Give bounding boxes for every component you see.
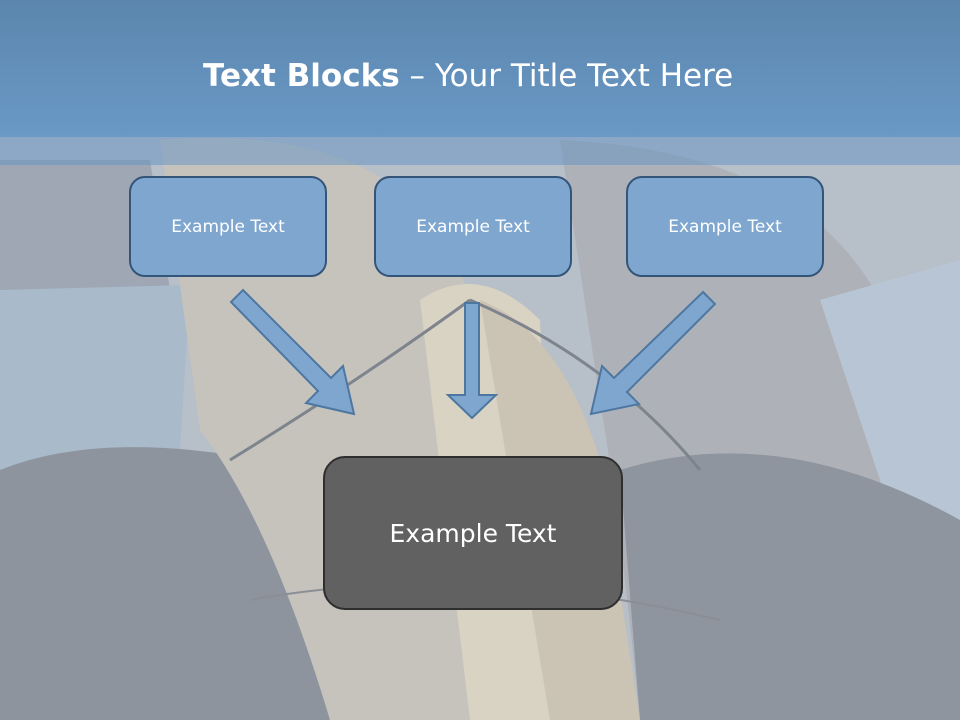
text-block-1-label: Example Text xyxy=(171,216,285,237)
result-block[interactable]: Example Text xyxy=(323,456,623,610)
result-block-label: Example Text xyxy=(389,518,557,548)
arrow-right xyxy=(589,290,717,416)
arrow-center xyxy=(445,302,499,420)
text-block-2-label: Example Text xyxy=(416,216,530,237)
text-block-3-label: Example Text xyxy=(668,216,782,237)
slide-title-bold: Text Blocks xyxy=(203,58,400,94)
text-block-1[interactable]: Example Text xyxy=(129,176,327,277)
title-bar xyxy=(0,0,960,137)
arrow-left xyxy=(229,288,356,416)
text-block-2[interactable]: Example Text xyxy=(374,176,572,277)
slide-title: Text Blocks – Your Title Text Here xyxy=(203,54,733,98)
text-block-3[interactable]: Example Text xyxy=(626,176,824,277)
slide-title-rest: – Your Title Text Here xyxy=(399,58,734,94)
title-bar-band xyxy=(0,137,960,165)
